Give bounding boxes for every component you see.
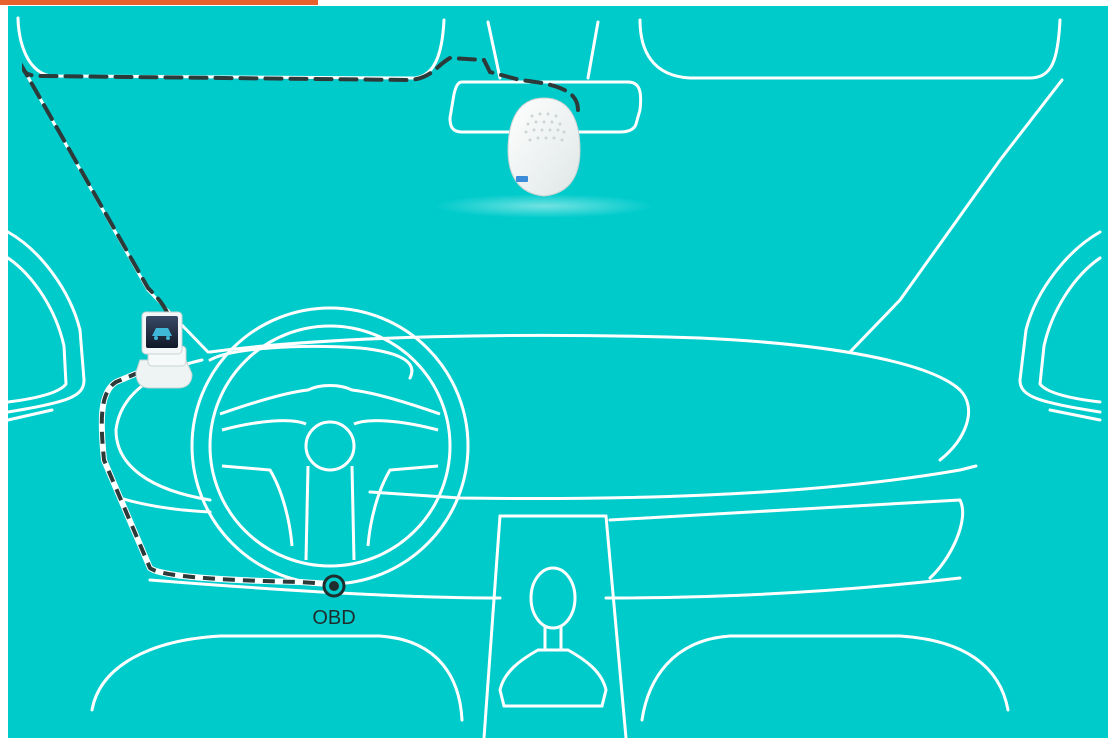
top-accent-bar: [0, 0, 318, 5]
obd-port-icon: [324, 576, 344, 596]
obd-label: OBD: [312, 607, 355, 629]
